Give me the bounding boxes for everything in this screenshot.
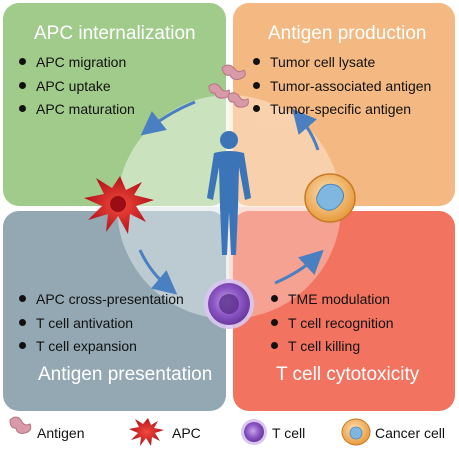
antigen-production-list: Tumor cell lysate Tumor-associated antig… bbox=[252, 53, 431, 124]
antigen-presentation-list: APC cross-presentation T cell antivation… bbox=[18, 290, 184, 361]
list-item: APC cross-presentation bbox=[18, 290, 184, 314]
list-item: APC uptake bbox=[18, 77, 135, 101]
apc-internalization-title: APC internalization bbox=[34, 23, 196, 44]
legend-apc-label: APC bbox=[172, 425, 201, 441]
legend-antigen-label: Antigen bbox=[37, 425, 85, 441]
arrow-to-antigen-presentation bbox=[138, 249, 178, 295]
arrow-to-apc-internalization bbox=[140, 100, 196, 136]
list-item: T cell antivation bbox=[18, 314, 184, 338]
list-item: Tumor-specific antigen bbox=[252, 100, 431, 124]
legend-apc-icon bbox=[129, 418, 164, 446]
list-item: T cell killing bbox=[270, 337, 394, 361]
apc-internalization-list: APC migration APC uptake APC maturation bbox=[18, 53, 135, 124]
antigen-presentation-title: Antigen presentation bbox=[38, 364, 213, 385]
legend-t-cell-icon bbox=[241, 419, 267, 445]
cancer-cell-icon bbox=[304, 173, 356, 223]
list-item: Tumor-associated antigen bbox=[252, 77, 431, 101]
legend-cancer-cell-label: Cancer cell bbox=[375, 425, 446, 441]
human-figure-icon bbox=[207, 131, 251, 255]
list-item: Tumor cell lysate bbox=[252, 53, 431, 77]
cycle-arrows bbox=[138, 100, 324, 295]
arrow-to-t-cell-cytotoxicity bbox=[274, 249, 324, 285]
legend-cancer-cell-icon bbox=[341, 418, 371, 446]
list-item: T cell recognition bbox=[270, 314, 394, 338]
t-cell-icon bbox=[204, 279, 254, 329]
list-item: APC migration bbox=[18, 53, 135, 77]
antigen-production-title: Antigen production bbox=[268, 23, 427, 44]
apc-cell-icon bbox=[84, 176, 154, 234]
antigen-cluster-icon bbox=[208, 64, 249, 108]
list-item: TME modulation bbox=[270, 290, 394, 314]
list-item: T cell expansion bbox=[18, 337, 184, 361]
central-circle bbox=[117, 95, 341, 319]
legend-antigen-icon bbox=[9, 416, 32, 434]
list-item: APC maturation bbox=[18, 100, 135, 124]
arrow-to-antigen-production bbox=[292, 108, 320, 151]
t-cell-cytotoxicity-title: T cell cytotoxicity bbox=[276, 364, 420, 385]
t-cell-cytotoxicity-list: TME modulation T cell recognition T cell… bbox=[270, 290, 394, 361]
legend-t-cell-label: T cell bbox=[272, 425, 306, 441]
